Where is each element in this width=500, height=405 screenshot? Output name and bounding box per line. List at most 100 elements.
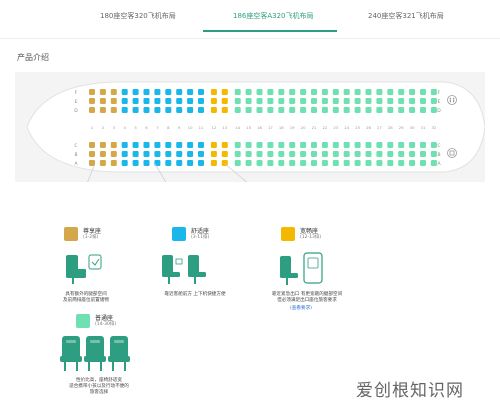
seat[interactable] — [398, 98, 405, 104]
seat[interactable] — [300, 98, 307, 104]
seat[interactable] — [311, 89, 317, 95]
seat[interactable] — [332, 151, 339, 157]
seat[interactable] — [221, 151, 228, 157]
seat[interactable] — [165, 98, 172, 104]
seat[interactable] — [89, 151, 95, 157]
seat[interactable] — [365, 107, 372, 113]
seat[interactable] — [409, 160, 416, 166]
seat[interactable] — [387, 98, 394, 104]
seat[interactable] — [245, 107, 252, 113]
seat[interactable] — [256, 98, 263, 104]
seat[interactable] — [365, 160, 372, 166]
seat[interactable] — [420, 160, 426, 166]
seat[interactable] — [210, 151, 217, 157]
seat[interactable] — [354, 89, 361, 95]
seat[interactable] — [143, 142, 150, 148]
seat[interactable] — [343, 151, 350, 157]
seat[interactable] — [176, 89, 183, 95]
seat[interactable] — [354, 151, 361, 157]
seat[interactable] — [430, 89, 437, 95]
seat[interactable] — [311, 98, 317, 104]
seat[interactable] — [420, 107, 426, 113]
seat[interactable] — [300, 151, 307, 157]
seat[interactable] — [278, 160, 285, 166]
seat[interactable] — [198, 160, 204, 166]
seat[interactable] — [267, 107, 274, 113]
seat[interactable] — [234, 151, 241, 157]
seat[interactable] — [300, 142, 307, 148]
seat[interactable] — [256, 89, 263, 95]
seat[interactable] — [387, 151, 394, 157]
seat[interactable] — [89, 89, 95, 95]
seat[interactable] — [321, 107, 328, 113]
seat[interactable] — [398, 89, 405, 95]
seat[interactable] — [99, 160, 106, 166]
seat[interactable] — [278, 151, 285, 157]
seat[interactable] — [165, 151, 172, 157]
seat[interactable] — [430, 142, 437, 148]
seat[interactable] — [398, 107, 405, 113]
seat[interactable] — [234, 107, 241, 113]
seat[interactable] — [210, 107, 217, 113]
seat[interactable] — [89, 160, 95, 166]
seat[interactable] — [154, 89, 161, 95]
seat[interactable] — [409, 89, 416, 95]
seat[interactable] — [132, 160, 139, 166]
seat[interactable] — [354, 160, 361, 166]
seat[interactable] — [154, 142, 161, 148]
seat[interactable] — [187, 160, 194, 166]
seat[interactable] — [289, 142, 296, 148]
seat[interactable] — [311, 160, 317, 166]
seat[interactable] — [289, 160, 296, 166]
seat[interactable] — [387, 160, 394, 166]
seat[interactable] — [198, 98, 204, 104]
seat[interactable] — [132, 107, 139, 113]
seat[interactable] — [176, 142, 183, 148]
seat[interactable] — [430, 151, 437, 157]
seat[interactable] — [398, 160, 405, 166]
seat[interactable] — [267, 98, 274, 104]
seat[interactable] — [409, 107, 416, 113]
seat[interactable] — [187, 107, 194, 113]
seat[interactable] — [278, 107, 285, 113]
seat[interactable] — [221, 160, 228, 166]
seat[interactable] — [187, 89, 194, 95]
seat[interactable] — [332, 98, 339, 104]
seat[interactable] — [245, 89, 252, 95]
seat[interactable] — [99, 151, 106, 157]
seat[interactable] — [289, 151, 296, 157]
seat[interactable] — [110, 98, 117, 104]
seat[interactable] — [221, 98, 228, 104]
seat[interactable] — [121, 98, 128, 104]
seat[interactable] — [187, 151, 194, 157]
seat[interactable] — [154, 98, 161, 104]
seat[interactable] — [354, 142, 361, 148]
seat[interactable] — [420, 151, 426, 157]
seat[interactable] — [198, 151, 204, 157]
seat[interactable] — [430, 107, 437, 113]
seat[interactable] — [210, 89, 217, 95]
seat[interactable] — [278, 98, 285, 104]
seat[interactable] — [267, 151, 274, 157]
tab-a320-180[interactable]: 180座空客320飞机布局 — [100, 12, 176, 20]
seat[interactable] — [89, 107, 95, 113]
seat[interactable] — [187, 98, 194, 104]
seat[interactable] — [387, 142, 394, 148]
seat[interactable] — [430, 98, 437, 104]
seat[interactable] — [387, 107, 394, 113]
seat[interactable] — [176, 107, 183, 113]
seat[interactable] — [89, 142, 95, 148]
seat[interactable] — [289, 89, 296, 95]
seat[interactable] — [332, 160, 339, 166]
seat[interactable] — [267, 160, 274, 166]
seat[interactable] — [121, 89, 128, 95]
seat[interactable] — [376, 107, 383, 113]
seat[interactable] — [110, 107, 117, 113]
seat[interactable] — [110, 142, 117, 148]
seat[interactable] — [409, 98, 416, 104]
seat[interactable] — [365, 151, 372, 157]
seat[interactable] — [234, 98, 241, 104]
seat[interactable] — [176, 160, 183, 166]
seat[interactable] — [376, 89, 383, 95]
seat[interactable] — [121, 160, 128, 166]
